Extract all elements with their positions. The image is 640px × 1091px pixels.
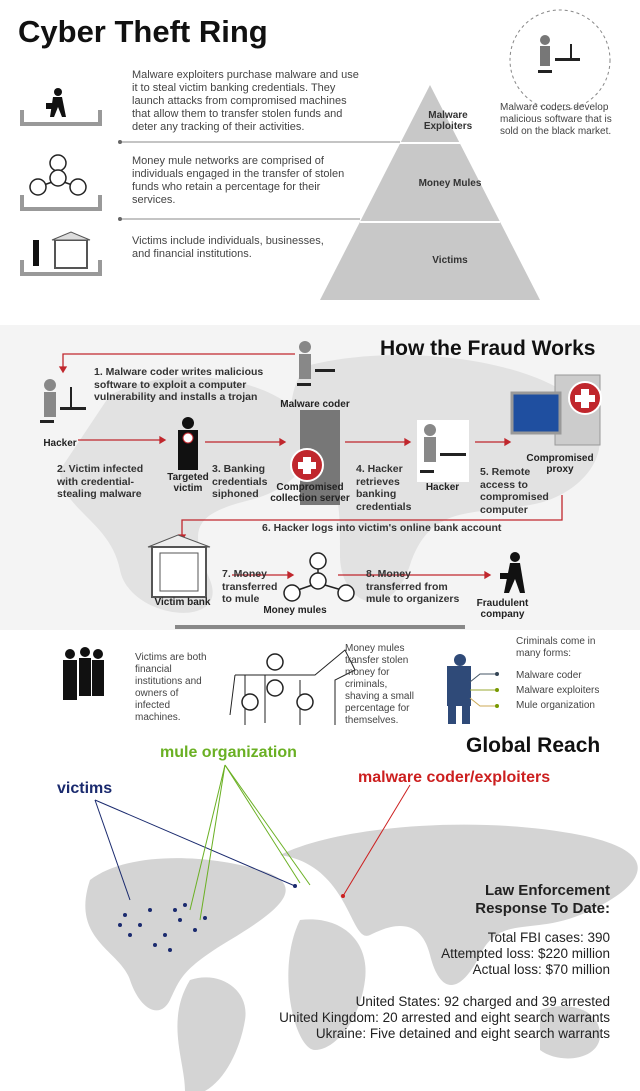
- victims-label: victims: [57, 780, 113, 797]
- victims-note: Victims are both financial institutions …: [135, 652, 207, 723]
- pyramid-exploiters: Malware Exploiters: [423, 110, 473, 132]
- mule-organization-label: mule organization: [160, 744, 297, 761]
- global-title: Global Reach: [466, 734, 601, 757]
- pyramid: [320, 85, 540, 300]
- law-countries: United States: 92 charged and 39 arreste…: [279, 994, 610, 1042]
- global-map: [85, 764, 638, 1091]
- fraud-title: How the Fraud Works: [380, 337, 596, 360]
- country-ukraine: Ukraine: Five detained and eight search …: [315, 1026, 610, 1041]
- step-6: 6. Hacker logs into victim's online bank…: [262, 522, 502, 534]
- exploiters-description: Malware exploiters purchase malware and …: [132, 69, 359, 133]
- victims-group-icon: [63, 647, 104, 700]
- malware-coder-icon: [297, 341, 335, 386]
- world-map: [85, 824, 638, 1091]
- money-mules-icon: [283, 552, 355, 602]
- pyramid-mules: Money Mules: [418, 178, 482, 189]
- pyramid-victims: Victims: [432, 255, 468, 266]
- fraudulent-company-icon: [500, 552, 525, 593]
- step-3: 3. Banking credentials siphoned: [212, 463, 268, 500]
- ring-graphics: [20, 9, 611, 300]
- hacker-icon: [40, 379, 86, 423]
- criminals-note: Criminals come in many forms:: [516, 636, 596, 659]
- fraud-graphics: [40, 341, 602, 629]
- server-icon: [290, 410, 340, 505]
- step-2: 2. Victim infected with credential-steal…: [57, 463, 144, 500]
- law-title-2: Response To Date:: [475, 900, 610, 917]
- stat-attempted-loss: Attempted loss: $220 million: [441, 946, 610, 961]
- label-server: Compromised collection server: [270, 482, 350, 504]
- label-hacker-2: Hacker: [425, 482, 460, 493]
- country-uk: United Kingdom: 20 arrested and eight se…: [279, 1010, 610, 1025]
- label-malware-coder: Malware coder: [280, 399, 350, 410]
- notes-graphics: [63, 647, 499, 725]
- label-fraudulent-company: Fraudulent company: [476, 598, 529, 620]
- mules-description: Money mule networks are comprised of ind…: [132, 155, 345, 206]
- country-us: United States: 92 charged and 39 arreste…: [355, 994, 610, 1009]
- stat-actual-loss: Actual loss: $70 million: [472, 962, 610, 977]
- criminal-icon: [447, 654, 499, 724]
- coder-note: Malware coders develop malicious softwar…: [500, 102, 612, 137]
- page-title: Cyber Theft Ring: [18, 14, 268, 49]
- donkey-mules-icon: [241, 653, 314, 711]
- law-title-1: Law Enforcement: [484, 882, 610, 899]
- form-malware-coder: Malware coder: [516, 670, 582, 681]
- coder-icon: [538, 35, 580, 73]
- step-4: 4. Hacker retrieves banking credentials: [356, 463, 412, 513]
- law-stats: Total FBI cases: 390 Attempted loss: $22…: [441, 930, 610, 978]
- hacker2-icon: [417, 420, 469, 482]
- malware-coders-label: malware coder/exploiters: [358, 769, 551, 786]
- victim-icon: [33, 231, 91, 269]
- mule-network-icon: [29, 154, 87, 196]
- platform-icons: [20, 110, 102, 276]
- proxy-computer-icon: [510, 374, 602, 446]
- label-targeted-victim: Targeted victim: [167, 472, 209, 494]
- donkey-icon: [229, 649, 356, 725]
- victim-dots: [118, 884, 297, 952]
- stat-fbi-cases: Total FBI cases: 390: [487, 930, 610, 945]
- form-malware-exploiters: Malware exploiters: [516, 685, 600, 696]
- form-mule-organization: Mule organization: [516, 700, 595, 711]
- coder-circle: [509, 9, 611, 111]
- victims-description: Victims include individuals, businesses,…: [132, 235, 324, 260]
- label-hacker: Hacker: [43, 438, 77, 449]
- targeted-victim-icon: [178, 417, 198, 470]
- label-money-mules: Money mules: [263, 605, 327, 616]
- label-victim-bank: Victim bank: [154, 597, 211, 608]
- step-1: 1. Malware coder writes malicious softwa…: [94, 366, 264, 403]
- step-7: 7. Money transferred to mule: [222, 568, 278, 605]
- step-5: 5. Remote access to compromised computer: [480, 466, 549, 516]
- victim-bank-icon: [147, 534, 211, 598]
- step-8: 8. Money transferred from mule to organi…: [366, 568, 460, 605]
- mules-note: Money mules transfer stolen money for cr…: [345, 643, 414, 726]
- exploiter-icon: [46, 88, 66, 117]
- label-proxy: Compromised proxy: [526, 453, 594, 475]
